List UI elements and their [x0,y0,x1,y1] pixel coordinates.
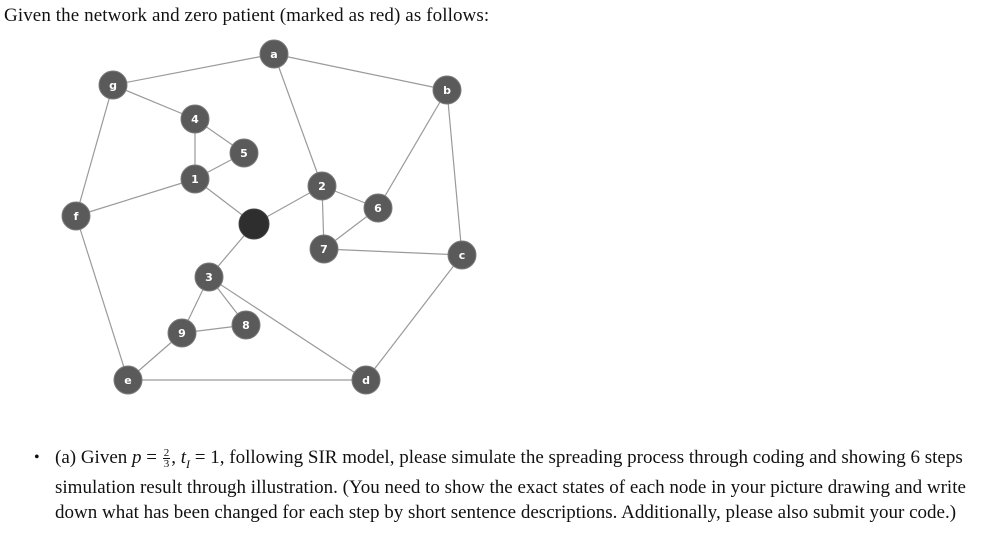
p-variable: p [132,447,142,468]
edge-g-a [112,53,275,86]
intro-text: Given the network and zero patient (mark… [4,5,490,26]
node-8: 8 [231,310,261,340]
edge-g-f [75,84,114,217]
nodes: a b c d e f g 1 2 3 4 5 6 7 8 9 [61,39,477,395]
node-label: f [74,210,79,223]
zero-patient-node [238,208,270,240]
node-c: c [447,240,477,270]
edge-3-d [208,276,367,381]
question-rest: , following SIR model, please simulate t… [55,447,966,523]
node-label: 4 [191,113,199,126]
t-variable: t [180,447,187,468]
node-circle [432,75,462,105]
node-7: 7 [309,234,339,264]
node-label: c [459,249,466,262]
edge-d-c [365,254,463,381]
node-circle [113,365,143,395]
node-e: e [113,365,143,395]
node-label: d [362,374,370,387]
node-f: f [61,201,91,231]
node-circle [229,138,259,168]
edge-f-e [75,215,129,381]
bullet: • [34,449,40,466]
node-g: g [98,70,128,100]
node-9: 9 [167,318,197,348]
equals: = [141,447,162,468]
edge-g-4 [112,84,196,120]
node-label: 7 [320,243,328,256]
node-label: a [270,48,277,61]
node-6: 6 [363,193,393,223]
node-circle [363,193,393,223]
node-circle [180,164,210,194]
t-value: = 1 [190,447,220,468]
node-circle [351,365,381,395]
p-denominator: 3 [163,458,170,471]
node-circle [307,171,337,201]
node-label: 8 [242,319,250,332]
node-label: b [443,84,451,97]
node-label: 3 [205,271,213,284]
node-label: g [109,79,117,92]
node-circle [61,201,91,231]
question-part: (a) Given [55,447,133,468]
edge-7-c [323,248,463,256]
node-circle [167,318,197,348]
node-3: 3 [194,262,224,292]
node-4: 4 [180,104,210,134]
node-label: 1 [191,173,199,186]
node-circle [447,240,477,270]
comma: , [171,447,181,468]
edges [75,53,463,381]
node-label: 5 [240,147,248,160]
node-1: 1 [180,164,210,194]
node-circle [231,310,261,340]
edge-1-f [75,178,196,217]
edge-a-2 [273,53,323,187]
node-circle [180,104,210,134]
node-circle [98,70,128,100]
node-b: b [432,75,462,105]
edge-b-c [446,89,463,256]
node-5: 5 [229,138,259,168]
node-2: 2 [307,171,337,201]
network-diagram: a b c d e f g 1 2 3 4 5 6 7 8 9 [61,39,477,395]
t-subscript: I [186,456,191,471]
node-label: 6 [374,202,382,215]
node-circle [238,208,270,240]
node-circle [259,39,289,69]
edge-6-b [377,89,448,209]
node-label: 9 [178,327,186,340]
node-d: d [351,365,381,395]
node-circle [194,262,224,292]
node-label: e [124,374,131,387]
edge-a-b [273,53,448,91]
node-a: a [259,39,289,69]
node-circle [309,234,339,264]
node-label: 2 [318,180,326,193]
p-numerator: 2 [162,447,171,460]
